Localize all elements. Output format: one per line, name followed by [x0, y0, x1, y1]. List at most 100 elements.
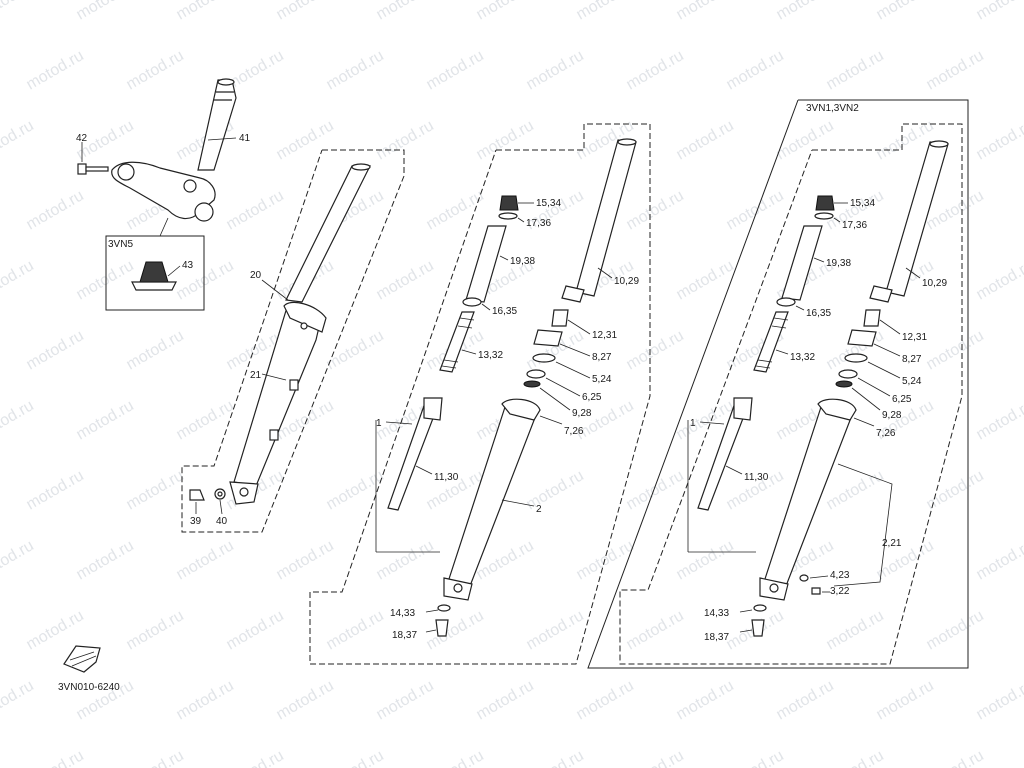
watermark-text: motod.ru [0, 677, 37, 723]
watermark-text: motod.ru [624, 607, 687, 653]
watermark-text: motod.ru [374, 677, 437, 723]
watermark-text: motod.ru [974, 677, 1024, 723]
steering-stem-assembly: 42 41 [76, 78, 251, 222]
watermark-text: motod.ru [374, 117, 437, 163]
watermark-text: motod.ru [224, 747, 287, 768]
callout-1-right: 1 [690, 418, 696, 429]
watermark-text: motod.ru [74, 397, 137, 443]
callout-14-33-mid: 14,33 [390, 608, 415, 619]
watermark-text: motod.ru [124, 47, 187, 93]
callout-5-24-right: 5,24 [902, 376, 922, 387]
watermark-text: motod.ru [174, 397, 237, 443]
watermark-text: motod.ru [24, 747, 87, 768]
watermark-text: motod.ru [0, 117, 37, 163]
callout-43: 43 [182, 260, 194, 271]
callout-1-mid: 1 [376, 418, 382, 429]
watermark-text: motod.ru [724, 747, 787, 768]
watermark-text: motod.ru [624, 467, 687, 513]
callout-15-34-mid: 15,34 [536, 198, 561, 209]
watermark-text: motod.ru [974, 257, 1024, 303]
callout-17-36-right: 17,36 [842, 220, 867, 231]
callout-21: 21 [250, 370, 262, 381]
watermark-text: motod.ru [0, 397, 37, 443]
watermark-text: motod.ru [0, 0, 37, 23]
watermark-text: motod.ru [0, 537, 37, 583]
callout-9-28-right: 9,28 [882, 410, 902, 421]
callout-20: 20 [250, 270, 262, 281]
watermark-text: motod.ru [324, 47, 387, 93]
watermark-text: motod.ru [74, 537, 137, 583]
watermark-text: motod.ru [824, 747, 887, 768]
watermark-text: motod.ru [574, 0, 637, 23]
watermark-text: motod.ru [974, 117, 1024, 163]
fork-exploded-middle: 15,34 17,36 19,38 16,35 13,32 11,30 1 10… [309, 123, 651, 665]
watermark-text: motod.ru [674, 117, 737, 163]
callout-5-24-mid: 5,24 [592, 374, 612, 385]
fork-exploded-right-3vn1-3vn2: 3VN1,3VN2 15,34 17,36 19,38 16,35 13,32 … [587, 99, 969, 669]
callout-41: 41 [239, 133, 251, 144]
watermark-text: motod.ru [774, 0, 837, 23]
watermark-text: motod.ru [474, 677, 537, 723]
watermark-text: motod.ru [974, 537, 1024, 583]
watermark-text: motod.ru [674, 677, 737, 723]
watermark-text: motod.ru [674, 537, 737, 583]
watermark-text: motod.ru [324, 607, 387, 653]
callout-7-26-right: 7,26 [876, 428, 896, 439]
watermark-text: motod.ru [674, 257, 737, 303]
callout-10-29-mid: 10,29 [614, 276, 639, 287]
callout-6-25-right: 6,25 [892, 394, 912, 405]
callout-13-32-right: 13,32 [790, 352, 815, 363]
watermark-text: motod.ru [924, 47, 987, 93]
callout-13-32-mid: 13,32 [478, 350, 503, 361]
watermark-text: motod.ru [874, 677, 937, 723]
callout-10-29-right: 10,29 [922, 278, 947, 289]
watermark-text: motod.ru [424, 747, 487, 768]
callout-7-26-mid: 7,26 [564, 426, 584, 437]
watermark-text: motod.ru [374, 257, 437, 303]
watermark-text: motod.ru [24, 47, 87, 93]
callout-8-27-right: 8,27 [902, 354, 922, 365]
watermark-text: motod.ru [524, 467, 587, 513]
variant-3vn5-inset: 3VN5 43 [105, 217, 205, 311]
callout-18-37-mid: 18,37 [392, 630, 417, 641]
callout-12-31-mid: 12,31 [592, 330, 617, 341]
watermark-text: motod.ru [924, 327, 987, 373]
watermark-text: motod.ru [424, 47, 487, 93]
watermark-text: motod.ru [474, 0, 537, 23]
watermark-text: motod.ru [474, 117, 537, 163]
watermark-text: motod.ru [824, 467, 887, 513]
watermark-text: motod.ru [624, 187, 687, 233]
watermark-text: motod.ru [824, 47, 887, 93]
callout-11-30-right: 11,30 [744, 472, 769, 483]
watermark-text: motod.ru [274, 0, 337, 23]
watermark-text: motod.ru [724, 47, 787, 93]
watermark-text: motod.ru [324, 327, 387, 373]
watermark-text: motod.ru [274, 537, 337, 583]
callout-15-34-right: 15,34 [850, 198, 875, 209]
watermark-text: motod.ru [124, 747, 187, 768]
watermark-text: motod.ru [174, 0, 237, 23]
watermark-text: motod.ru [574, 677, 637, 723]
callout-2-mid: 2 [536, 504, 542, 515]
watermark-text: motod.ru [74, 257, 137, 303]
callout-3-22-right: 3,22 [830, 586, 850, 597]
callout-19-38-mid: 19,38 [510, 256, 535, 267]
watermark-text: motod.ru [74, 0, 137, 23]
callout-6-25-mid: 6,25 [582, 392, 602, 403]
watermark-text: motod.ru [524, 607, 587, 653]
watermark-text: motod.ru [524, 47, 587, 93]
callout-18-37-right: 18,37 [704, 632, 729, 643]
watermark-text: motod.ru [24, 327, 87, 373]
watermark-text: motod.ru [674, 0, 737, 23]
watermark-text: motod.ru [0, 257, 37, 303]
watermark-text: motod.ru [624, 327, 687, 373]
watermark-text: motod.ru [624, 747, 687, 768]
watermark-text: motod.ru [124, 327, 187, 373]
fork-assembly-outer: 20 21 39 40 [181, 149, 405, 533]
watermark-text: motod.ru [774, 677, 837, 723]
callout-40: 40 [216, 516, 228, 527]
watermark-text: motod.ru [374, 0, 437, 23]
